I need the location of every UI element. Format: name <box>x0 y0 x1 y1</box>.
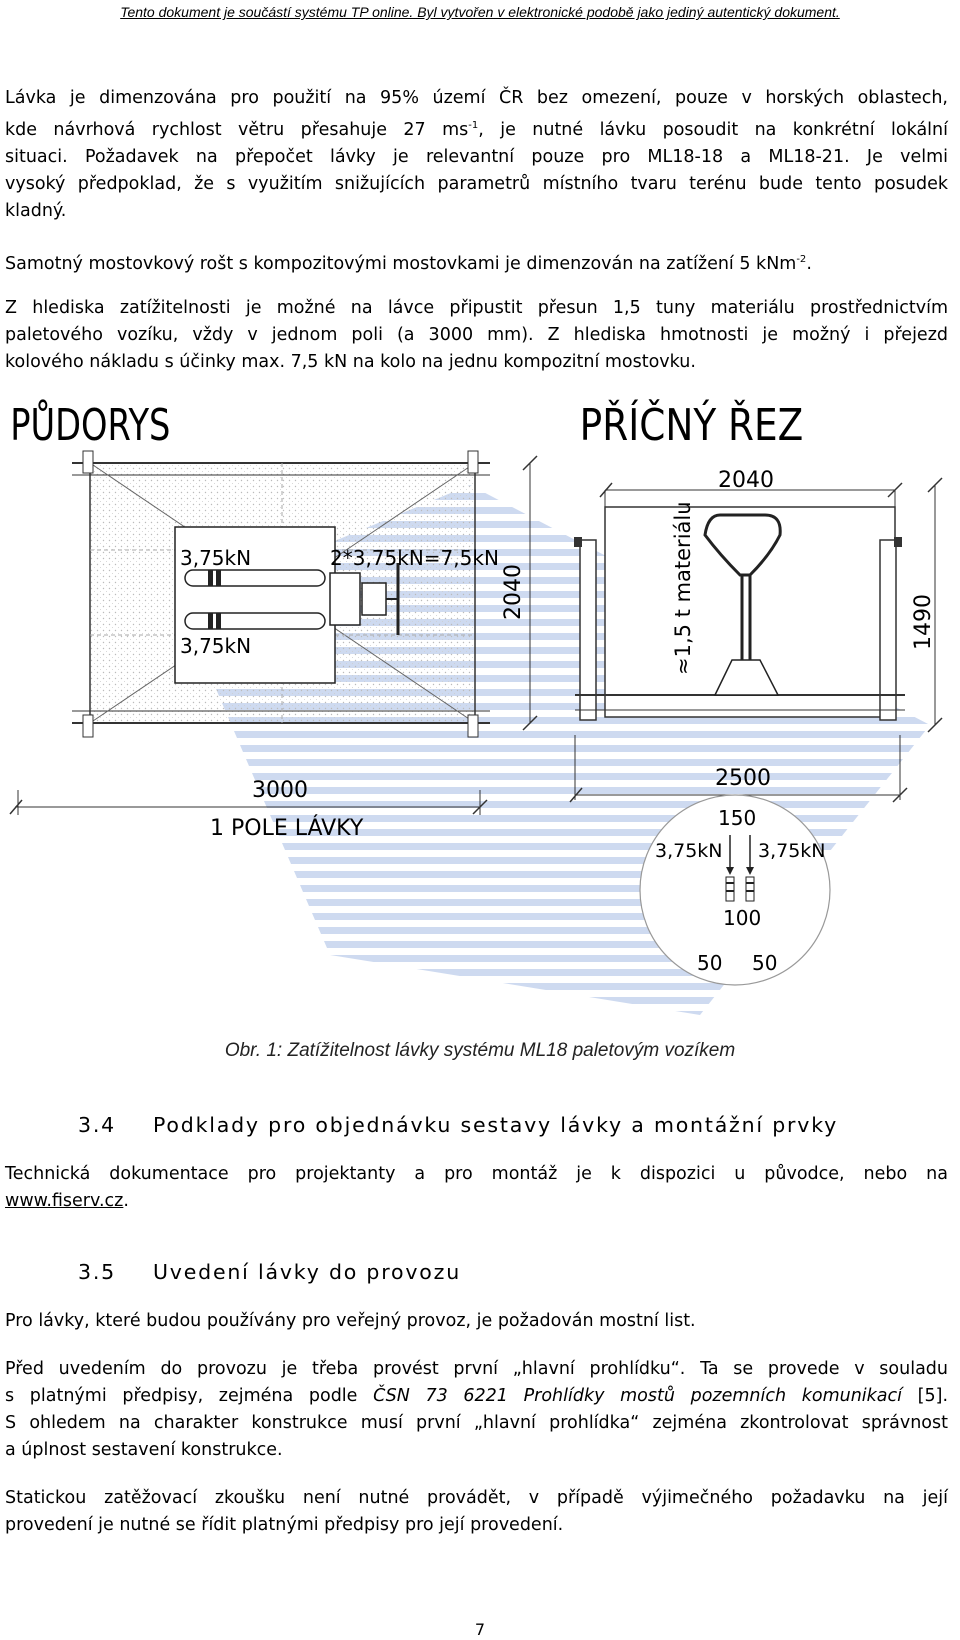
paragraph-load: Samotný mostovkový rošt s kompozitovými … <box>5 246 948 278</box>
plan-dim-width: 2040 <box>501 564 526 620</box>
detail-dim-150: 150 <box>718 806 756 830</box>
website-link[interactable]: www.fiserv.cz <box>5 1191 124 1211</box>
load-label-top: 3,75kN <box>180 546 251 570</box>
text-line: Pro lávky, které budou používány pro veř… <box>5 1311 696 1331</box>
section-number: 3.5 <box>78 1260 117 1284</box>
text-line: kde návrhová rychlost větru přesahuje 27… <box>5 120 948 140</box>
text-line: kolového nákladu s účinky max. 7,5 kN na… <box>5 352 696 372</box>
section-heading-3-5: 3.5 Uvedení lávky do provozu <box>78 1260 461 1284</box>
paragraph-capacity: Z hlediska zatížitelnosti je možné na lá… <box>5 295 948 376</box>
plan-view: 3,75kN 2*3,75kN=7,5kN 3,75kN 2040 3000 1… <box>9 450 538 841</box>
paragraph-documentation: Technická dokumentace pro projektanty a … <box>5 1161 948 1215</box>
text-line: Před uvedením do provozu je třeba provés… <box>5 1359 948 1379</box>
span-label: 1 POLE LÁVKY <box>210 815 364 841</box>
text-line: situaci. Požadavek na přepočet lávky je … <box>5 147 948 167</box>
load-label-bottom: 3,75kN <box>180 634 251 658</box>
text-line: Technická dokumentace pro projektanty a … <box>5 1164 948 1184</box>
detail-dim-50-left: 50 <box>697 951 722 975</box>
figure-caption: Obr. 1: Zatížitelnost lávky systému ML18… <box>224 1040 736 1061</box>
detail-load-right: 3,75kN <box>758 840 826 862</box>
section-title: PŘÍČNÝ ŘEZ <box>580 399 804 451</box>
figure-drawing: PŮDORYS 3,75kN 2*3,75kN=7,5kN 3,75kN <box>9 398 943 1015</box>
text-line: vysoký předpoklad, že s využitím snižují… <box>5 174 948 194</box>
paragraph-bridge-sheet: Pro lávky, které budou používány pro veř… <box>5 1308 948 1335</box>
paragraph-wind: Lávka je dimenzována pro použití na 95% … <box>5 85 948 225</box>
load-label-total: 2*3,75kN=7,5kN <box>330 546 499 570</box>
paragraph-load-test: Statickou zatěžovací zkoušku není nutné … <box>5 1485 948 1539</box>
text-line: Statickou zatěžovací zkoušku není nutné … <box>5 1488 948 1508</box>
paragraph-inspection: Před uvedením do provozu je třeba provés… <box>5 1356 948 1464</box>
text-line: S ohledem na charakter konstrukce musí p… <box>5 1413 948 1433</box>
section-dim-top: 2040 <box>718 468 774 493</box>
section-dim-height: 1490 <box>911 594 936 650</box>
text-line: www.fiserv.cz. <box>5 1191 129 1211</box>
text-line: a úplnost sestavení konstrukce. <box>5 1440 283 1460</box>
text-line: s platnými předpisy, zejména podle ČSN 7… <box>5 1386 949 1406</box>
section-title: Podklady pro objednávku sestavy lávky a … <box>153 1113 839 1137</box>
plan-dim-span: 3000 <box>252 778 308 803</box>
detail-dim-100: 100 <box>723 906 761 930</box>
section-dim-bottom: 2500 <box>715 766 771 791</box>
detail-dim-50-right: 50 <box>752 951 777 975</box>
text-line: Lávka je dimenzována pro použití na 95% … <box>5 88 948 108</box>
section-title: Uvedení lávky do provozu <box>153 1260 461 1284</box>
page-header: Tento dokument je součástí systému TP on… <box>120 4 840 20</box>
text-line: provedení je nutné se řídit platnými pře… <box>5 1515 564 1535</box>
text-line: kladný. <box>5 201 67 221</box>
section-heading-3-4: 3.4 Podklady pro objednávku sestavy lávky… <box>78 1113 838 1137</box>
text-line: Samotný mostovkový rošt s kompozitovými … <box>5 254 812 274</box>
text-line: paletového vozíku, vždy v jednom poli (a… <box>5 325 948 345</box>
plan-title: PŮDORYS <box>10 398 170 451</box>
detail-load-left: 3,75kN <box>655 840 723 862</box>
section-view: 2040 ≈1,5 t materiálu 1490 2500 150 3,75… <box>569 468 943 986</box>
page-number: 7 <box>474 1620 486 1639</box>
section-number: 3.4 <box>78 1113 117 1137</box>
text-line: Z hlediska zatížitelnosti je možné na lá… <box>5 298 948 318</box>
material-label: ≈1,5 t materiálu <box>671 501 695 675</box>
